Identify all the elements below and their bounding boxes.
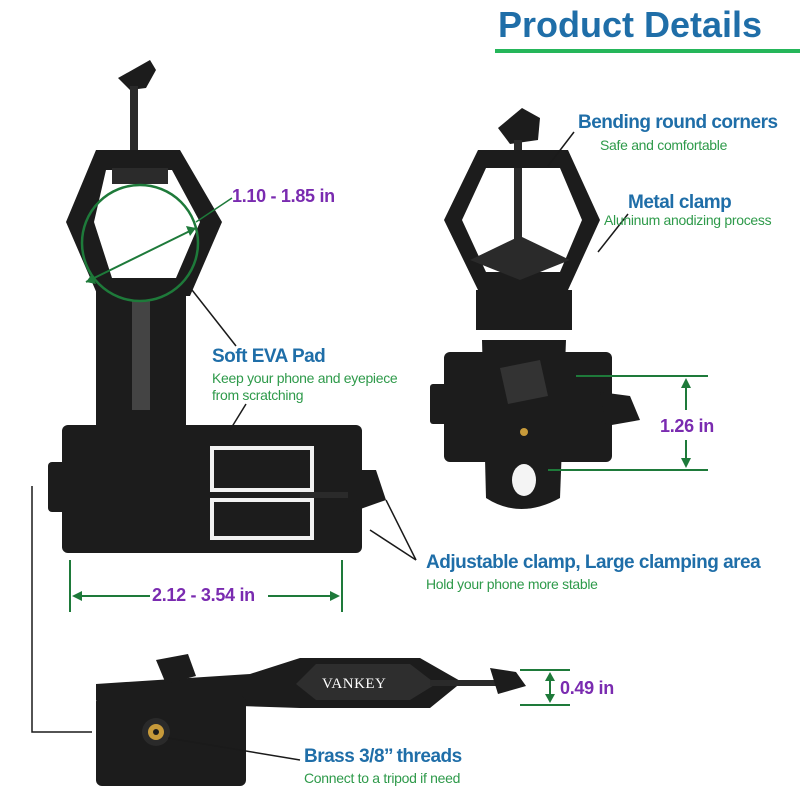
label-brass-title: Brass 3/8’’ threads xyxy=(304,746,462,767)
eyepiece-ring-outline xyxy=(80,183,200,303)
dimension-eyepiece: 1.10 - 1.85 in xyxy=(232,186,335,206)
label-adjustable-title: Adjustable clamp, Large clamping area xyxy=(426,552,761,573)
label-brass-sub: Connect to a tripod if need xyxy=(304,770,461,786)
label-bending-title: Bending round corners xyxy=(578,112,778,133)
brand-logo: VANKEY xyxy=(322,676,387,692)
dimension-side-height: 1.26 in xyxy=(660,416,714,436)
page-title: Product Details xyxy=(498,4,763,45)
title-underline xyxy=(495,49,800,53)
label-eva-sub-1: Keep your phone and eyepiece xyxy=(212,370,398,386)
front-view-adapter xyxy=(48,60,386,553)
label-eva-title: Soft EVA Pad xyxy=(212,346,326,367)
label-metal-title: Metal clamp xyxy=(628,192,732,213)
label-eva-sub-2: from scratching xyxy=(212,387,304,403)
label-bending-sub: Safe and comfortable xyxy=(600,137,728,153)
side-view-adapter xyxy=(430,108,640,509)
label-adjustable-sub: Hold your phone more stable xyxy=(426,576,598,592)
dimension-phone-width: 2.12 - 3.54 in xyxy=(152,585,255,605)
dimension-thickness: 0.49 in xyxy=(560,678,614,698)
label-metal-sub: Aluninum anodizing process xyxy=(604,212,772,228)
bottom-view-adapter xyxy=(96,654,526,786)
